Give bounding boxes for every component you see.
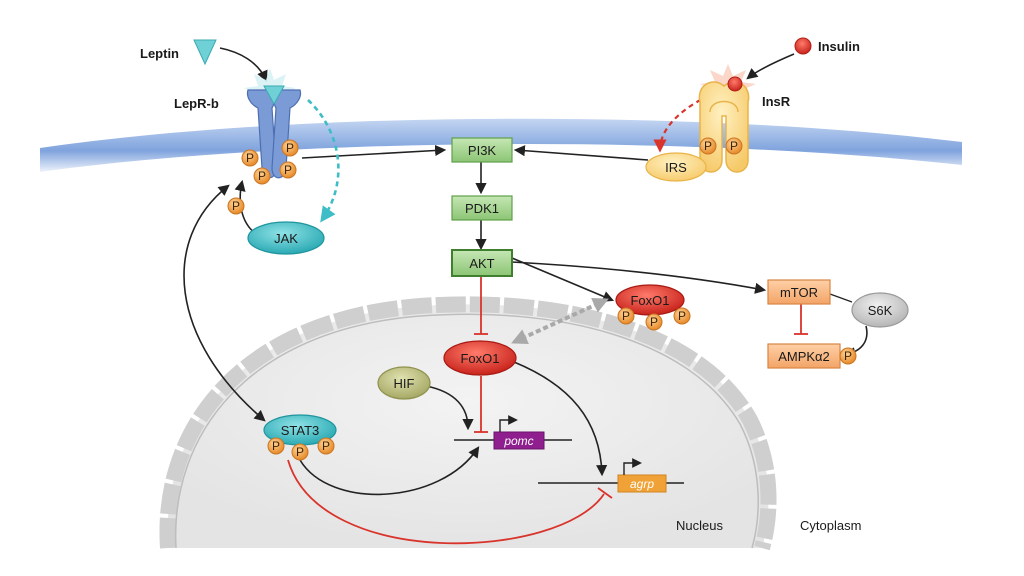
mtor-node: mTOR — [767, 279, 831, 305]
agrp-label: agrp — [630, 477, 654, 491]
foxo1-shuttle-arrow — [511, 298, 609, 344]
nucleus-label: Nucleus — [676, 518, 723, 533]
insulin: Insulin — [746, 37, 860, 80]
cytoplasm-label: Cytoplasm — [800, 518, 861, 533]
insulin-arrow — [746, 53, 795, 80]
phospho-stat3-1: P — [267, 437, 285, 455]
hif-label: HIF — [394, 376, 415, 391]
phospho-foxo1-1: P — [617, 307, 635, 325]
foxo1-cyto-label: FoxO1 — [630, 293, 669, 308]
leptin: Leptin — [140, 39, 268, 83]
arrow-akt-to-mtor — [511, 261, 767, 294]
phospho-stat3-2: P — [291, 443, 309, 461]
pdk1-label: PDK1 — [465, 201, 499, 216]
pomc-gene: pomc — [454, 415, 572, 450]
phospho-foxo1-3: P — [673, 307, 691, 325]
irs-label: IRS — [665, 160, 687, 175]
arrow-mtor-to-s6k — [829, 293, 853, 303]
lepr-label: LepR-b — [174, 96, 219, 111]
svg-text:P: P — [272, 439, 280, 453]
ampk-node: AMPKα2 — [767, 343, 841, 369]
phospho-foxo1-2: P — [645, 313, 663, 331]
pomc-label: pomc — [503, 434, 533, 448]
svg-text:P: P — [622, 309, 630, 323]
akt-label: AKT — [469, 256, 494, 271]
pdk1-node: PDK1 — [451, 195, 513, 221]
pi3k-label: PI3K — [468, 143, 497, 158]
phospho-jak: P — [227, 197, 245, 215]
svg-text:P: P — [232, 199, 240, 213]
pi3k-node: PI3K — [451, 137, 513, 163]
svg-text:P: P — [296, 445, 304, 459]
phospho-lepr-2: P — [253, 167, 271, 185]
arrow-hif-to-pomc — [425, 385, 474, 431]
svg-text:P: P — [286, 141, 294, 155]
leptin-arrow — [219, 47, 268, 83]
arrow-akt-to-foxo1-cyto — [511, 257, 615, 302]
agrp-gene: agrp — [538, 458, 684, 493]
phospho-lepr-4: P — [279, 161, 297, 179]
svg-text:P: P — [844, 349, 852, 363]
leptin-label: Leptin — [140, 46, 179, 61]
arrow-lepr-to-pi3k — [301, 144, 447, 159]
inhibit-stat3-agrp-bar — [597, 487, 613, 499]
arrow-foxo1-to-agrp — [513, 361, 608, 477]
inhibitions — [287, 84, 808, 545]
pomc-tss-icon — [499, 415, 518, 432]
phospho-insr-1: P — [699, 137, 717, 155]
insr-receptor: InsR — [698, 64, 791, 173]
foxo1-nuc-label: FoxO1 — [460, 351, 499, 366]
lepr-to-jak-arrow — [307, 99, 340, 223]
s6k-label: S6K — [868, 303, 893, 318]
lepr-receptor: LepR-b — [174, 68, 302, 179]
jak-label: JAK — [274, 231, 298, 246]
irs-node: IRS — [645, 152, 707, 182]
phospho-stat3-3: P — [317, 437, 335, 455]
insulin-icon — [794, 37, 812, 55]
svg-text:P: P — [284, 163, 292, 177]
agrp-tss-icon — [623, 458, 642, 475]
s6k-node: S6K — [851, 292, 909, 328]
arrow-irs-to-pi3k — [513, 145, 649, 161]
akt-node: AKT — [451, 249, 513, 277]
svg-text:P: P — [322, 439, 330, 453]
arrow-stat3-to-pomc — [299, 446, 480, 496]
inhibit-stat3-agrp — [287, 459, 605, 545]
leptin-icon — [193, 39, 217, 66]
arrow-lepr-stat3-bidirectional — [183, 184, 266, 422]
ampk-label: AMPKα2 — [778, 349, 830, 364]
svg-text:P: P — [246, 151, 254, 165]
svg-text:P: P — [678, 309, 686, 323]
svg-text:P: P — [258, 169, 266, 183]
mtor-label: mTOR — [780, 285, 818, 300]
svg-text:P: P — [730, 139, 738, 153]
stat3-node: STAT3 — [263, 414, 337, 446]
phospho-lepr-1: P — [241, 149, 259, 167]
svg-text:P: P — [650, 315, 658, 329]
phosphates: P P P P P P P P P P P P P P — [227, 137, 857, 461]
foxo1-cytoplasmic-node: FoxO1 — [615, 284, 685, 316]
hif-node: HIF — [377, 366, 431, 400]
phospho-insr-2: P — [725, 137, 743, 155]
svg-text:P: P — [704, 139, 712, 153]
stat3-label: STAT3 — [281, 423, 320, 438]
insr-label: InsR — [762, 94, 791, 109]
foxo1-nuclear-node: FoxO1 — [443, 340, 517, 376]
insulin-label: Insulin — [818, 39, 860, 54]
jak-node: JAK — [247, 221, 325, 255]
phospho-ampk: P — [839, 347, 857, 365]
phospho-lepr-3: P — [281, 139, 299, 157]
